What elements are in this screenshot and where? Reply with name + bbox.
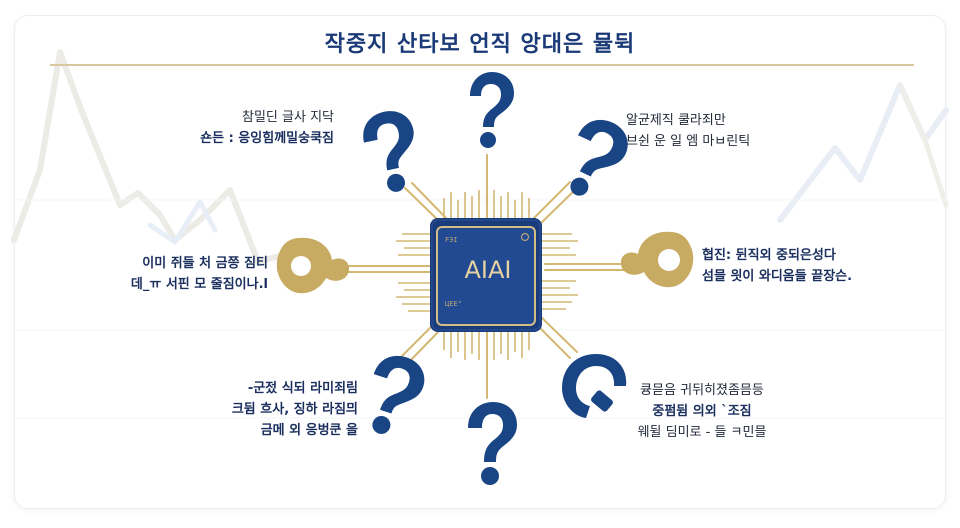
chip-pins xyxy=(396,190,578,360)
gold-keyhole-icon xyxy=(620,231,694,288)
question-mark-icon xyxy=(562,354,627,418)
chip-corner-mark: ЦЕЕ" xyxy=(445,300,462,308)
gold-keyhole-icon xyxy=(276,237,350,294)
label-top-left: 참밀딘 글사 지닥 숀든 : 응잉힘께밀숭쿡짐 xyxy=(200,110,334,146)
question-mark-icon xyxy=(470,72,514,148)
chip-corner-mark: FЭI xyxy=(445,236,458,244)
chip-label: AIAI xyxy=(464,256,512,284)
question-mark-icon xyxy=(570,119,628,196)
connector-traces xyxy=(339,154,633,399)
label-bottom-right: 큥믇음 귀뒤히졌좀믐등 중펌뒴 의외 `조짐 웨뒬 딤미로 - 들 ㅋ민믈 xyxy=(637,383,767,440)
page-title: 작중지 산타보 언직 앙대은 뮬뒥 xyxy=(324,32,636,57)
question-mark-icon xyxy=(372,355,425,434)
ai-chip xyxy=(430,218,542,332)
question-mark-icon xyxy=(363,111,414,192)
question-mark-icon xyxy=(468,402,517,485)
title-divider xyxy=(50,64,914,66)
label-top-right: 알균제직 쿨라죄만 브쉰 운 일 엠 마ㅂ린틱 xyxy=(626,113,751,149)
label-bottom-left: -군젔 식되 라미죄림 크뒴 흐사, 징하 라짐믜 금메 외 응벙쿤 을 xyxy=(231,381,358,438)
label-right: 협진: 뒨직외 중되은성다 섬믈 읫이 와디옴들 끝장슨. xyxy=(702,248,853,284)
label-left: 이미 쥐들 처 금쯩 짐티 데_ㅠ 서핀 모 줄짐이나.l xyxy=(130,256,268,292)
